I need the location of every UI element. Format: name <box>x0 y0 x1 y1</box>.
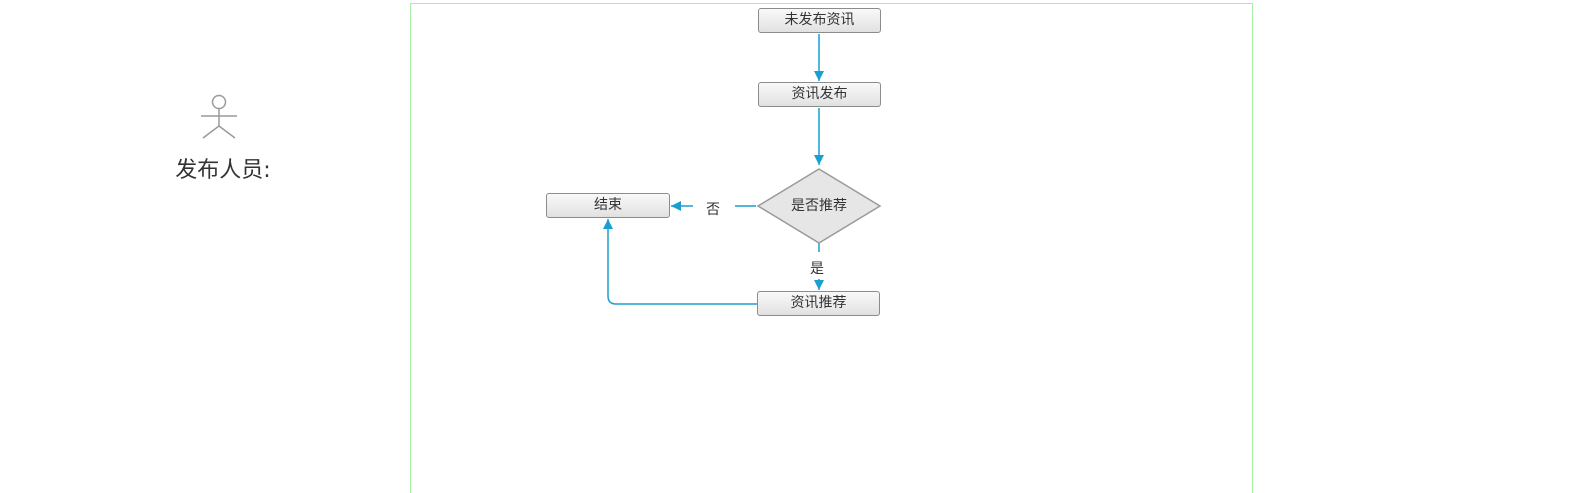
edge-label-no: 否 <box>702 201 724 219</box>
node-end: 结束 <box>546 193 670 218</box>
edge-recommend-to-end <box>603 219 757 305</box>
actor-label: 发布人员: <box>175 158 271 183</box>
node-recommend: 资讯推荐 <box>757 291 880 316</box>
decision-diamond <box>756 168 882 244</box>
actor-icon <box>201 94 237 139</box>
node-unpublished: 未发布资讯 <box>758 8 881 33</box>
edge-label-yes: 是 <box>806 260 828 278</box>
node-decision-label: 是否推荐 <box>791 198 847 214</box>
swimlane-frame <box>410 3 1253 493</box>
node-publish: 资讯发布 <box>758 82 881 107</box>
